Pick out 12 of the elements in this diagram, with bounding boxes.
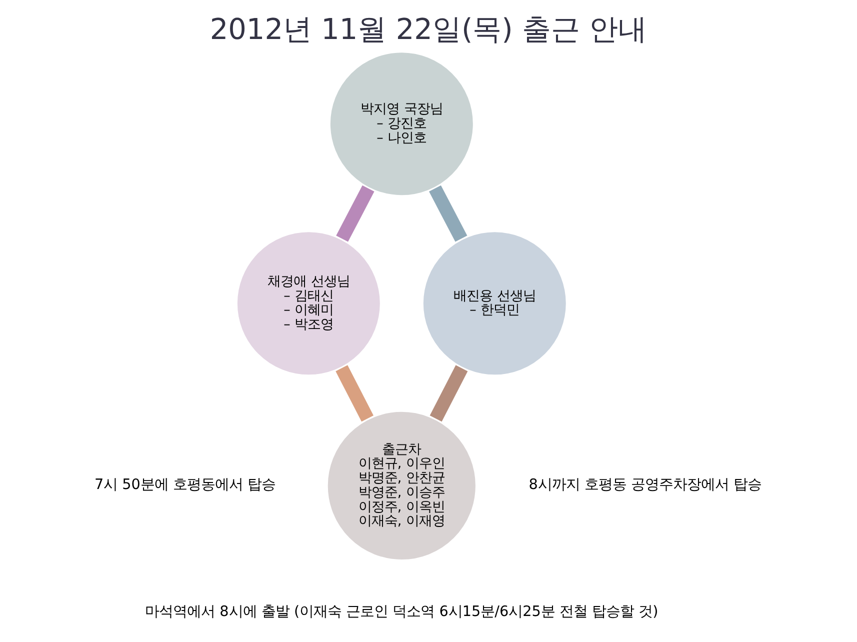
node-circle: 배진용 선생님 – 한덕민	[420, 229, 569, 378]
label: 8시까지 호평동 공영주차장에서 탑승	[528, 477, 762, 494]
connector	[429, 185, 468, 242]
node-circle: 박지영 국장님 – 강진호 – 나인호	[328, 50, 476, 198]
diagram-title: 2012년 11월 22일(목) 출근 안내	[210, 12, 648, 46]
node-circle: 채경애 선생님 – 김태신 – 이혜미 – 박조영	[234, 229, 383, 378]
node-circle: 출근차 이현규, 이우인 박명준, 안찬균 박영준, 이승주 이정주, 이옥빈 이재숙, 이재영	[324, 409, 478, 562]
label: 마석역에서 8시에 출발 (이재숙 근로인 덕소역 6시15분/6시25분 전철 탑승할 것)	[145, 604, 658, 620]
label: 7시 50분에 호평동에서 탑승	[94, 477, 276, 494]
connector	[336, 365, 374, 422]
connector	[430, 365, 468, 422]
connector	[336, 185, 374, 242]
